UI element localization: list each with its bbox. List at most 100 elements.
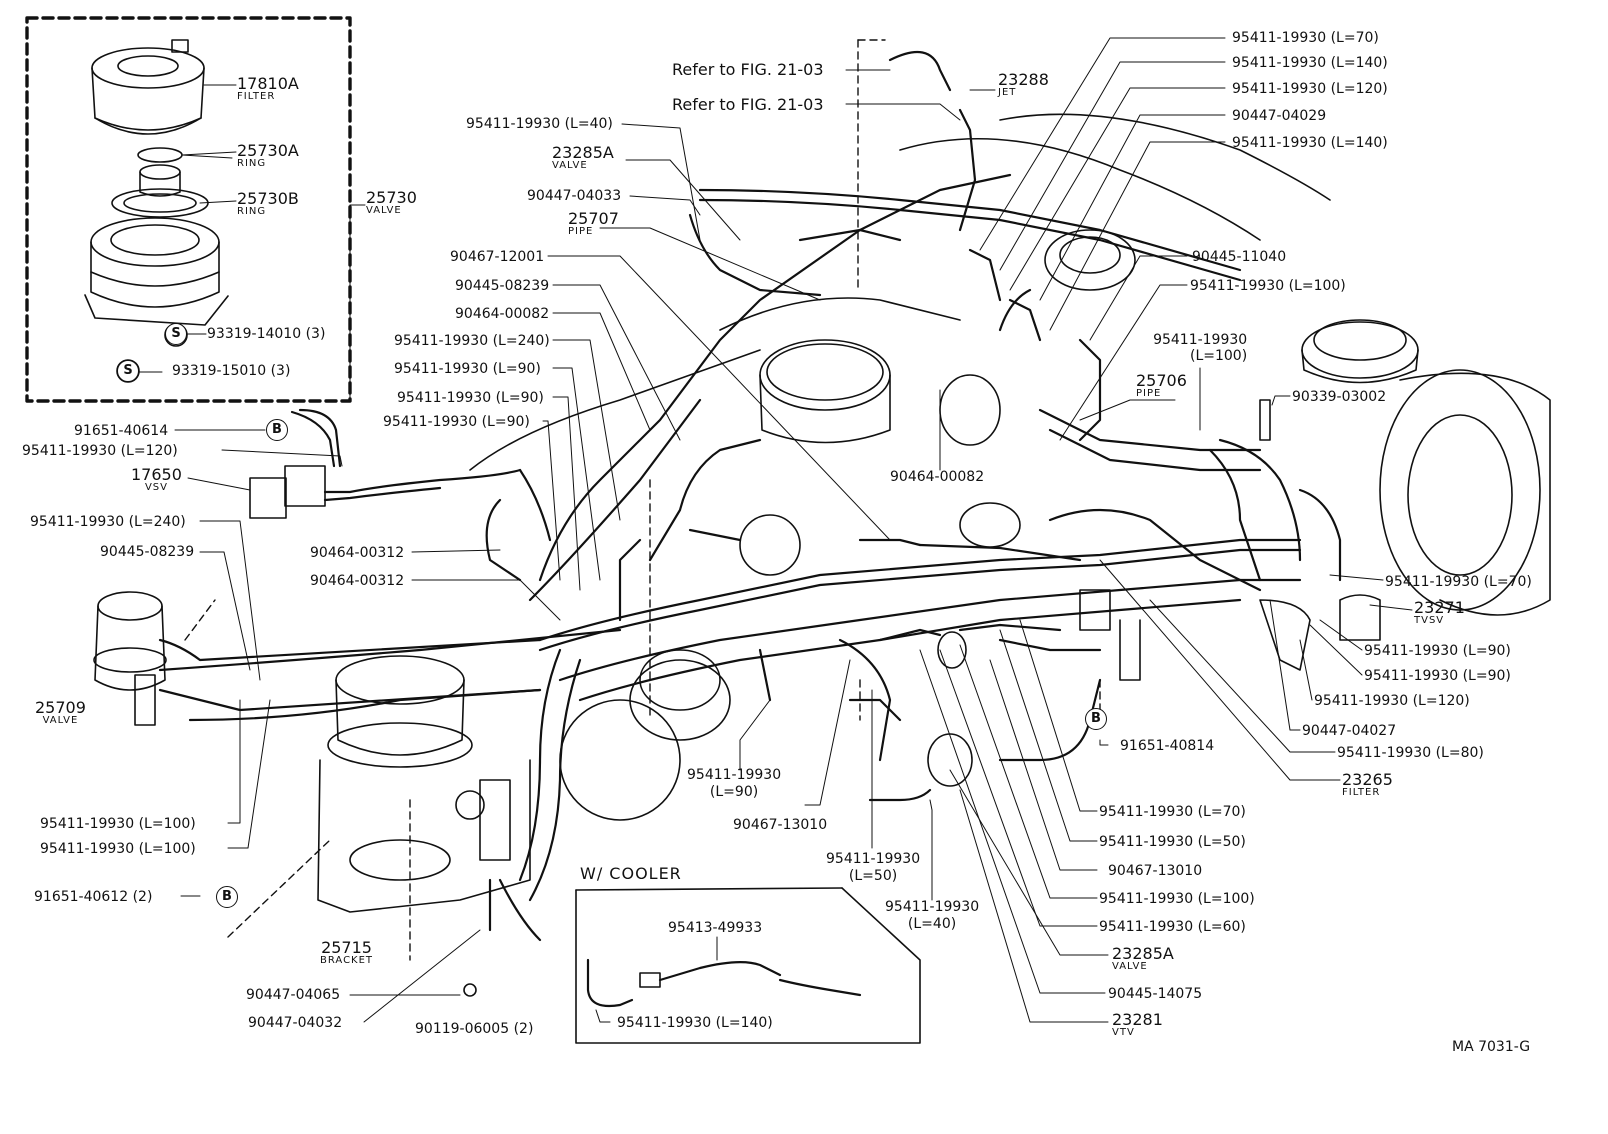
label-17810a: 17810A FILTER (237, 76, 299, 102)
label-hose-l50-low: 95411-19930 (L=50) (1099, 834, 1246, 850)
label-hose-l100-b: 95411-19930 (L=100) (40, 841, 196, 857)
part-number: 23271 (1414, 598, 1465, 617)
valve-25709-drawing (93, 591, 622, 726)
label-hose-l40-center: 95411-19930 (L=40) (885, 900, 979, 931)
label-23285a-low: 23285A VALVE (1112, 946, 1174, 972)
label-93319-15010: 93319-15010 (3) (172, 363, 291, 379)
part-number: 23285A (1112, 944, 1174, 963)
label-hose-l240-mid: 95411-19930 (L=240) (394, 333, 550, 349)
label-90467-12001: 90467-12001 (450, 249, 545, 265)
label-hose-l70-low: 95411-19930 (L=70) (1099, 804, 1246, 820)
label-25709: 25709 VALVE (35, 700, 86, 726)
part-number: 95411-19930 (826, 851, 921, 867)
part-number: 25730 (366, 188, 417, 207)
label-hose-l90-b: 95411-19930 (L=90) (397, 390, 544, 406)
label-90447-04033: 90447-04033 (527, 188, 622, 204)
label-90445-08239-mid: 90445-08239 (455, 278, 550, 294)
label-23271: 23271 TVSV (1414, 600, 1465, 626)
label-hose-l100-right2: 95411-19930 (L=100) (1150, 333, 1247, 363)
label-23285a-top: 23285A VALVE (552, 145, 614, 171)
part-number: 25715 (321, 938, 372, 957)
vacuum-hoses (485, 50, 1342, 902)
part-name: VSV (144, 482, 168, 493)
label-hose-l90-center: 95411-19930 (L=90) (687, 768, 781, 799)
part-number: 23288 (998, 70, 1049, 89)
label-25707: 25707 PIPE (568, 211, 619, 237)
figure-code: MA 7031-G (1452, 1039, 1531, 1055)
ref-dashed-line (184, 599, 216, 641)
valve-detail-box (25, 16, 352, 403)
hose-length: (L=90) (709, 784, 759, 800)
part-number: 23281 (1112, 1010, 1163, 1029)
label-90464-00312-a: 90464-00312 (310, 545, 405, 561)
label-23281: 23281 VTV (1112, 1012, 1163, 1038)
label-hose-l120-left: 95411-19930 (L=120) (22, 443, 178, 459)
label-17650: 17650 VSV (131, 467, 182, 493)
part-number: 95411-19930 (1153, 332, 1248, 348)
b-mark-icon: B (216, 886, 238, 908)
vsv-17650-drawing (249, 408, 522, 519)
label-90464-00082-left: 90464-00082 (455, 306, 550, 322)
label-hose-l120-top: 95411-19930 (L=120) (1232, 81, 1388, 97)
hose-length: (L=50) (848, 868, 898, 884)
part-number: 17650 (131, 465, 182, 484)
part-name: VALVE (1112, 961, 1148, 972)
label-hose-l120-right: 95411-19930 (L=120) (1314, 693, 1470, 709)
part-number: 25707 (568, 209, 619, 228)
label-90447-04065: 90447-04065 (246, 987, 341, 1003)
part-number: 25706 (1136, 371, 1187, 390)
label-hose-l90-right: 95411-19930 (L=90) (1364, 643, 1511, 659)
label-hose-l50-center: 95411-19930 (L=50) (826, 852, 920, 883)
label-95413-49933: 95413-49933 (668, 920, 763, 936)
part-name: VTV (1112, 1027, 1135, 1038)
part-name: PIPE (568, 226, 594, 237)
label-hose-l70-top: 95411-19930 (L=70) (1232, 30, 1379, 46)
part-number: 23265 (1342, 770, 1393, 789)
label-90464-00082-mid: 90464-00082 (890, 469, 985, 485)
part-number: 25730B (237, 189, 299, 208)
label-90445-14075: 90445-14075 (1108, 986, 1203, 1002)
label-hose-l70-right: 95411-19930 (L=70) (1385, 574, 1532, 590)
part-name: RING (237, 158, 267, 169)
label-hose-l140-top2: 95411-19930 (L=140) (1232, 135, 1388, 151)
label-91651-40614: 91651-40614 (74, 423, 169, 439)
part-name: JET (998, 87, 1017, 98)
label-90447-04032: 90447-04032 (248, 1015, 343, 1031)
label-25715: 25715 BRACKET (320, 940, 373, 966)
s-mark-icon: S (117, 360, 139, 382)
label-hose-l40-top: 95411-19930 (L=40) (466, 116, 613, 132)
label-25730b: 25730B RING (237, 191, 299, 217)
leader-lines (138, 37, 1413, 1023)
valve-25730-drawing (84, 164, 229, 383)
label-90339-03002: 90339-03002 (1292, 389, 1387, 405)
label-91651-40612: 91651-40612 (2) (34, 889, 153, 905)
engine-outline (469, 113, 1551, 821)
label-hose-l90-a: 95411-19930 (L=90) (394, 361, 541, 377)
label-hose-l100-low: 95411-19930 (L=100) (1099, 891, 1255, 907)
part-name: FILTER (237, 91, 276, 102)
part-name: BRACKET (320, 955, 374, 966)
label-hose-l60-low: 95411-19930 (L=60) (1099, 919, 1246, 935)
label-hose-l90-right2: 95411-19930 (L=90) (1364, 668, 1511, 684)
label-90447-04027: 90447-04027 (1302, 723, 1397, 739)
label-25706: 25706 PIPE (1136, 373, 1187, 399)
label-90467-13010-center: 90467-13010 (733, 817, 828, 833)
label-90447-04029: 90447-04029 (1232, 108, 1327, 124)
b-mark-icon: B (1085, 708, 1107, 730)
part-name: VALVE (552, 160, 588, 171)
filter-17810a-drawing (91, 39, 205, 135)
hose-length: (L=100) (1190, 348, 1248, 364)
part-name: PIPE (1136, 388, 1162, 399)
label-90445-11040: 90445-11040 (1192, 249, 1287, 265)
label-hose-l100-a: 95411-19930 (L=100) (40, 816, 196, 832)
label-hose-l240-left: 95411-19930 (L=240) (30, 514, 186, 530)
part-number: 25709 (35, 698, 86, 717)
label-hose-l80-right: 95411-19930 (L=80) (1337, 745, 1484, 761)
part-name: RING (237, 206, 267, 217)
label-90464-00312-b: 90464-00312 (310, 573, 405, 589)
label-hose-l90-c: 95411-19930 (L=90) (383, 414, 530, 430)
label-25730a: 25730A RING (237, 143, 299, 169)
label-25730: 25730 VALVE (366, 190, 417, 216)
b-mark-icon: B (266, 419, 288, 441)
